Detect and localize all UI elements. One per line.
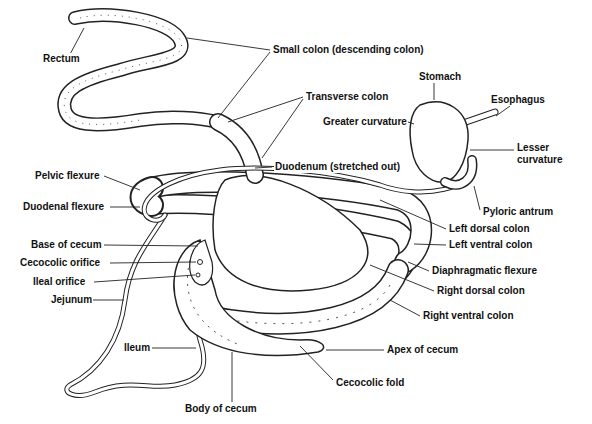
sacculation [230, 285, 390, 324]
small-colon [64, 15, 218, 124]
part-label: Left ventral colon [448, 239, 533, 251]
part-label: Lesser curvature [516, 142, 578, 166]
part-label: Esophagus [490, 94, 546, 106]
part-label: Ileal orifice [32, 276, 86, 288]
leader-line [110, 207, 140, 208]
right-dorsal-colon [213, 176, 368, 291]
part-label: Ileum [123, 342, 151, 354]
pyloric-antrum-inner [445, 160, 472, 185]
ileal-orifice [196, 273, 200, 277]
part-label: Duodenal flexure [22, 201, 105, 213]
stomach [410, 102, 468, 182]
part-label: Base of cecum [30, 239, 103, 251]
part-label: Rectum [42, 53, 81, 65]
part-label: Apex of cecum [386, 344, 459, 356]
leader-line [496, 106, 510, 116]
sacculation [64, 15, 181, 124]
leader-line [408, 122, 414, 124]
part-label: Cecocolic fold [335, 377, 405, 389]
leader-line [104, 176, 140, 190]
part-label: Pyloric antrum [482, 206, 554, 218]
part-label: Left dorsal colon [448, 223, 531, 235]
part-label: Duodenum (stretched out) [274, 161, 401, 173]
leader-line [92, 300, 124, 301]
leader-line [187, 38, 270, 50]
leader-line [370, 265, 434, 291]
leader-line [474, 186, 480, 210]
leader-line [104, 245, 198, 246]
leader-line [262, 99, 303, 158]
small-colon-inner [64, 15, 218, 124]
esophagus [466, 112, 495, 122]
pyloric-antrum [445, 160, 472, 185]
leader-line [232, 352, 233, 402]
leader-line [390, 300, 420, 316]
leader-line [300, 346, 333, 380]
leader-line [408, 262, 429, 271]
part-label: Jejunum [50, 294, 93, 306]
part-label: Right dorsal colon [436, 285, 526, 297]
leader-line [434, 83, 435, 100]
leader-line [228, 97, 303, 122]
cecocolic-orifice [198, 260, 203, 265]
part-label: Small colon (descending colon) [272, 44, 425, 56]
leader-line [152, 348, 196, 349]
part-label: Stomach [418, 71, 462, 83]
esophagus-inner [466, 112, 495, 122]
part-label: Cecocolic orifice [19, 257, 101, 269]
part-label: Transverse colon [305, 91, 389, 103]
leader-line [380, 200, 446, 229]
part-label: Diaphragmatic flexure [431, 265, 538, 277]
leader-line [414, 244, 446, 245]
leader-line [470, 150, 514, 151]
part-label: Pelvic flexure [34, 170, 100, 182]
part-label: Right ventral colon [422, 310, 515, 322]
leader-line [94, 275, 195, 282]
leader-line [218, 52, 270, 118]
leader-line [326, 350, 384, 351]
part-label: Greater curvature [322, 116, 408, 128]
leader-line [255, 167, 272, 168]
leader-line [110, 262, 196, 263]
part-label: Body of cecum [184, 403, 258, 415]
